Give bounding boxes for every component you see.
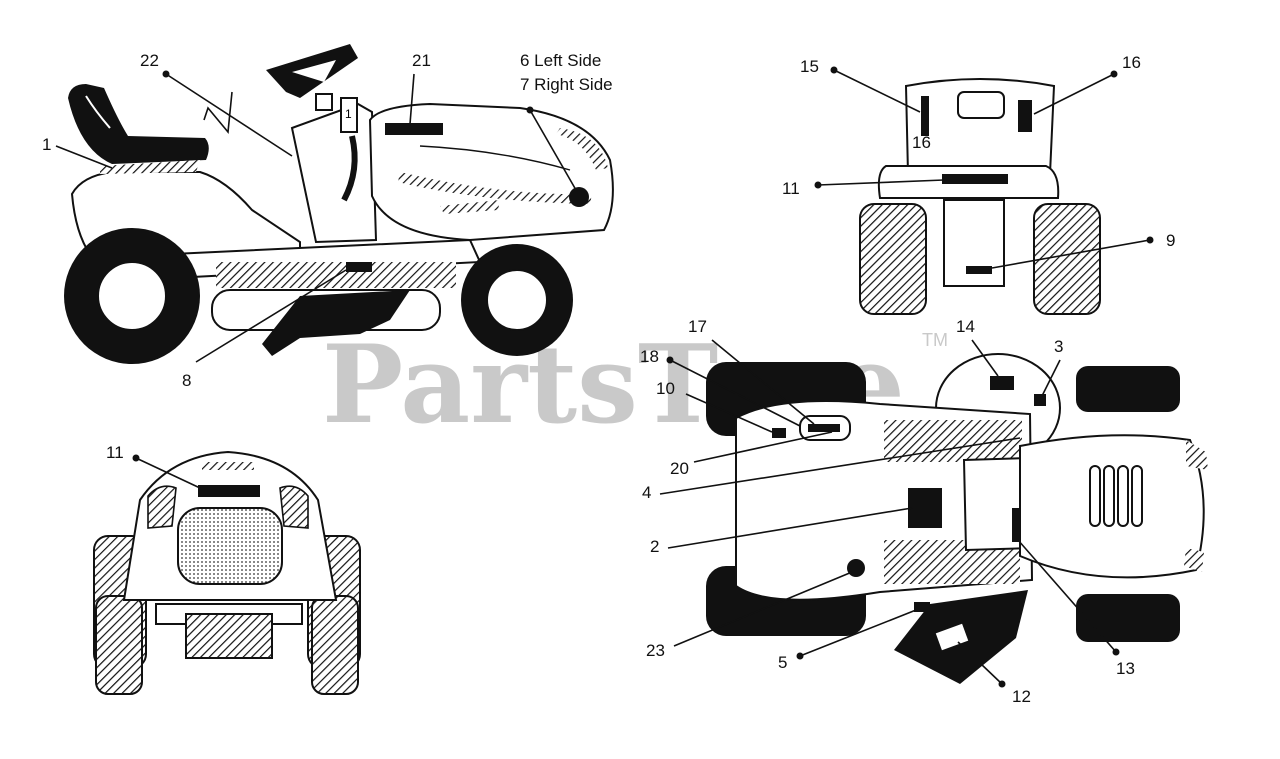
rear-seat-back	[904, 78, 1056, 175]
callout-14: 14	[956, 317, 975, 336]
front-view	[93, 450, 361, 695]
right-headlight	[279, 485, 309, 529]
decal-3	[1034, 394, 1046, 406]
steering-column	[315, 93, 333, 111]
callout-22: 22	[140, 51, 159, 70]
top-view	[706, 353, 1208, 684]
callout-23: 23	[646, 641, 665, 660]
callout-9: 9	[1166, 231, 1175, 250]
decal-6-7	[569, 187, 589, 207]
side-view-callouts: 1 22 21 6 Left Side 7 Right Side 8	[42, 51, 613, 390]
callout-6: 6 Left Side	[520, 51, 601, 70]
callout-11-front: 11	[106, 443, 124, 462]
frame-decal	[216, 262, 456, 288]
watermark-trademark: TM	[922, 330, 948, 350]
decal-16	[1018, 100, 1032, 132]
decal-16-label: 16	[912, 133, 931, 152]
decal-8	[346, 262, 372, 272]
callout-16: 16	[1122, 53, 1141, 72]
callout-5: 5	[778, 653, 787, 672]
top-view-callouts: 17 18 10 20 4 2 23 5 12 13 14 3	[640, 317, 1135, 706]
callout-20: 20	[670, 459, 689, 478]
callout-1: 1	[42, 135, 51, 154]
top-front-left-tire	[1076, 366, 1180, 412]
fender-decal	[100, 160, 200, 174]
decal-13	[1012, 508, 1020, 542]
seat	[68, 84, 209, 164]
decal-14	[990, 376, 1014, 390]
front-vent	[202, 462, 254, 470]
decal-11-rear	[942, 174, 1008, 184]
seat-handle	[957, 91, 1005, 119]
decal-23	[847, 559, 865, 577]
callout-21: 21	[412, 51, 431, 70]
front-hub	[486, 269, 548, 331]
callout-12: 12	[1012, 687, 1031, 706]
sticker-text: 1	[345, 107, 352, 121]
decal-21	[385, 123, 443, 135]
side-view: 1	[64, 44, 614, 364]
front-view-callouts: 11	[106, 443, 201, 489]
rear-view: 16	[859, 78, 1101, 315]
callout-3: 3	[1054, 337, 1063, 356]
top-hood-vents	[1089, 465, 1143, 527]
discharge-chute	[262, 290, 410, 356]
hood-vent	[398, 172, 592, 204]
hood	[368, 102, 614, 242]
rear-hub	[97, 261, 167, 331]
left-headlight	[147, 485, 177, 529]
decal-15	[921, 96, 929, 136]
decal-11-front	[198, 485, 260, 497]
dash-tower	[290, 102, 378, 244]
break-line	[203, 91, 233, 134]
callout-13: 13	[1116, 659, 1135, 678]
callout-8: 8	[182, 371, 191, 390]
decal-17	[808, 424, 840, 432]
front-grille	[177, 507, 283, 585]
rear-right-tire	[1033, 203, 1101, 315]
decal-5	[914, 602, 930, 612]
callout-11-rear: 11	[782, 179, 800, 198]
decal-10	[772, 428, 786, 438]
decal-2	[908, 488, 942, 528]
callout-10: 10	[656, 379, 675, 398]
front-deck-plate	[185, 613, 273, 659]
decal-9	[966, 266, 992, 274]
callout-2: 2	[650, 537, 659, 556]
rear-view-callouts: 15 16 11 9	[782, 53, 1175, 269]
steering-wheel-hole	[292, 60, 336, 82]
callout-4: 4	[642, 483, 651, 502]
rear-left-tire	[859, 203, 927, 315]
lever	[341, 135, 358, 202]
callout-15: 15	[800, 57, 819, 76]
front-left-tire	[95, 595, 143, 695]
callout-17: 17	[688, 317, 707, 336]
throttle-sticker	[340, 97, 358, 133]
top-front-right-tire	[1076, 594, 1180, 642]
front-right-tire	[311, 595, 359, 695]
callout-18: 18	[640, 347, 659, 366]
callout-7: 7 Right Side	[520, 75, 613, 94]
